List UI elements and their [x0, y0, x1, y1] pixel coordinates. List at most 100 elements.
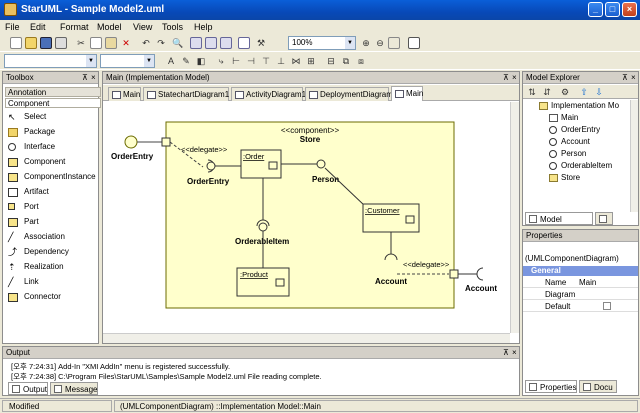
export-icon[interactable]	[238, 37, 250, 49]
sort-alpha-icon[interactable]: ⇵	[543, 87, 551, 97]
new-icon[interactable]	[10, 37, 22, 49]
tree-item-main[interactable]: Main	[549, 112, 578, 124]
tool-componentinstance[interactable]: ComponentInstance	[8, 170, 98, 184]
align-left-icon[interactable]: ⊢	[232, 56, 240, 66]
print-icon[interactable]	[55, 37, 67, 49]
tool-dependency[interactable]: ⤴Dependency	[8, 247, 69, 257]
tab-activity[interactable]: ActivityDiagram1	[231, 87, 306, 101]
menu-tools[interactable]: Tools	[162, 22, 184, 32]
filter-icon[interactable]: ⚙	[560, 87, 570, 97]
align-top-icon[interactable]: ⊥	[277, 56, 285, 66]
size-select[interactable]: ▼	[100, 54, 155, 68]
zoom-out-icon[interactable]: ⊖	[376, 38, 384, 48]
person-interface[interactable]	[316, 159, 326, 169]
tab-statechart[interactable]: StatechartDiagram1	[143, 87, 229, 101]
tab-properties[interactable]: Properties	[525, 380, 577, 393]
find-icon[interactable]: 🔍	[172, 38, 184, 48]
undo-icon[interactable]: ↶	[142, 38, 150, 48]
copy-icon[interactable]	[90, 37, 102, 49]
toolbox-section-annotation[interactable]: Annotation	[5, 87, 101, 97]
menu-help[interactable]: Help	[194, 22, 213, 32]
tool-link[interactable]: ╱Link	[8, 277, 39, 287]
tool-package[interactable]: Package	[8, 125, 98, 139]
tab-deployment[interactable]: DeploymentDiagram1	[305, 87, 397, 101]
account-socket-right[interactable]	[476, 267, 484, 281]
zoom-select[interactable]: 100% ▼	[288, 36, 356, 50]
move-down-icon[interactable]: ⇩	[595, 87, 603, 97]
default-checkbox[interactable]	[603, 302, 611, 310]
tool-association[interactable]: ╱Association	[8, 232, 65, 242]
order-part[interactable]	[240, 149, 282, 179]
font-select[interactable]: ▼	[4, 54, 97, 68]
cut-icon[interactable]: ✂	[77, 38, 85, 48]
close-icon[interactable]: ×	[512, 73, 517, 82]
zoom-in-icon[interactable]: ⊕	[362, 38, 370, 48]
orderableitem-socket[interactable]	[256, 219, 270, 227]
property-row-diagram[interactable]: Diagram	[523, 289, 638, 300]
tool-component[interactable]: Component	[8, 155, 98, 169]
maximize-button[interactable]: □	[605, 2, 620, 17]
right-port[interactable]	[449, 269, 459, 279]
tree-item-account[interactable]: Account	[549, 136, 590, 148]
line-color-icon[interactable]: ✎	[182, 56, 190, 66]
tree-item-implementation[interactable]: Implementation Mo	[539, 100, 619, 112]
property-name-value[interactable]: Main	[579, 278, 597, 287]
component-diagram-canvas[interactable]: <<component>> Store OrderEntry <<delegat…	[103, 102, 509, 333]
open-icon[interactable]	[25, 37, 37, 49]
menu-view[interactable]: View	[133, 22, 153, 32]
tool-select[interactable]: ↖Select	[8, 112, 47, 122]
tool-part[interactable]: Part	[8, 215, 98, 229]
redo-icon[interactable]: ↷	[157, 38, 165, 48]
diagram-icon[interactable]	[190, 37, 202, 49]
fit-icon[interactable]	[388, 37, 400, 49]
menu-file[interactable]: File	[5, 22, 20, 32]
sort-icon[interactable]: ⇅	[528, 87, 536, 97]
tree-item-person[interactable]: Person	[549, 148, 586, 160]
customer-part[interactable]	[362, 203, 420, 233]
delete-icon[interactable]: ✕	[122, 38, 130, 48]
tool-interface[interactable]: Interface	[8, 140, 98, 154]
menu-model[interactable]: Model	[97, 22, 122, 32]
paste-icon[interactable]	[105, 37, 117, 49]
fill-color-icon[interactable]: ◧	[196, 56, 206, 66]
move-up-icon[interactable]: ⇧	[580, 87, 588, 97]
pin-icon[interactable]: ⊼	[503, 348, 509, 357]
property-row-name[interactable]: Name Main	[523, 277, 638, 288]
align-bottom-icon[interactable]: ⊞	[307, 56, 315, 66]
close-button[interactable]: ×	[622, 2, 637, 17]
pin-icon[interactable]: ⊼	[82, 73, 88, 82]
orderentry-ball[interactable]	[206, 161, 216, 171]
close-icon[interactable]: ×	[91, 73, 96, 82]
tree-item-orderableitem[interactable]: OrderableItem	[549, 160, 612, 172]
tree-item-store[interactable]: Store	[549, 172, 580, 184]
left-port[interactable]	[161, 137, 171, 147]
account-socket-inner[interactable]	[384, 253, 398, 261]
orderentry-interface-left[interactable]	[124, 135, 138, 149]
vertical-scrollbar[interactable]	[510, 102, 519, 333]
diagram3-icon[interactable]	[220, 37, 232, 49]
close-icon[interactable]: ×	[631, 73, 636, 82]
send-back-icon[interactable]: ⧈	[358, 56, 364, 66]
align-right-icon[interactable]: ⊤	[262, 56, 270, 66]
tab-message[interactable]: Message	[50, 382, 98, 395]
tool-connector[interactable]: Connector	[8, 290, 98, 304]
properties-section-general[interactable]: General	[523, 266, 638, 276]
tool-port[interactable]: Port	[8, 200, 98, 214]
pin-icon[interactable]: ⊼	[622, 73, 628, 82]
diagram2-icon[interactable]	[205, 37, 217, 49]
save-icon[interactable]	[40, 37, 52, 49]
delegate-top-connector[interactable]	[169, 141, 204, 168]
tab-output[interactable]: Output	[8, 382, 48, 395]
align-center-icon[interactable]: ⊣	[247, 56, 255, 66]
distribute-icon[interactable]: ⊟	[327, 56, 335, 66]
tool-realization[interactable]: ⇡Realization	[8, 262, 64, 272]
tab-main[interactable]: Main	[108, 87, 141, 101]
align-middle-icon[interactable]: ⋈	[291, 56, 301, 66]
orderableitem-ball[interactable]	[258, 222, 268, 232]
tab-model-explorer[interactable]: Model Explorer	[525, 212, 593, 237]
product-part[interactable]	[236, 267, 290, 297]
bring-front-icon[interactable]: ⧉	[342, 56, 350, 66]
options-icon[interactable]	[408, 37, 420, 49]
pin-icon[interactable]: ⊼	[503, 73, 509, 82]
line-style-icon[interactable]: ⤷	[218, 56, 224, 66]
